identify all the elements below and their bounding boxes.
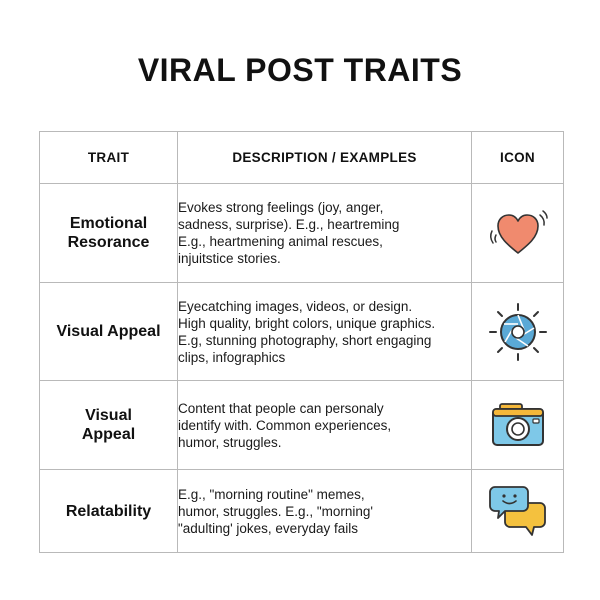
page-title: VIRAL POST TRAITS <box>137 52 463 88</box>
table-row: Visual Appeal Eyecatching images, videos… <box>39 282 564 381</box>
camera-icon <box>491 403 544 446</box>
camera-aperture-icon <box>488 302 547 361</box>
trait-description: Content that people can personaly identi… <box>177 380 472 470</box>
chat-bubbles-icon <box>488 486 546 536</box>
table-row: Emotional Resorance Evokes strong feelin… <box>39 183 564 283</box>
table-row: Visual Appeal Content that people can pe… <box>39 380 564 470</box>
heart-icon <box>489 210 548 254</box>
trait-description: Eyecatching images, videos, or design. H… <box>177 282 472 381</box>
trait-description: Evokes strong feelings (joy, anger, sadn… <box>177 183 472 283</box>
trait-name: Visual Appeal <box>39 282 178 381</box>
table-header-row: TRAIT DESCRIPTION / EXAMPLES ICON <box>39 131 564 184</box>
trait-name: Relatability <box>39 469 178 553</box>
header-icon: ICON <box>471 131 564 184</box>
trait-name: Emotional Resorance <box>39 183 178 283</box>
trait-description: E.g., "morning routine" memes, humor, st… <box>177 469 472 553</box>
table-row: Relatability E.g., "morning routine" mem… <box>39 469 564 553</box>
header-description: DESCRIPTION / EXAMPLES <box>177 131 472 184</box>
header-trait: TRAIT <box>39 131 178 184</box>
trait-name: Visual Appeal <box>39 380 178 470</box>
traits-table: TRAIT DESCRIPTION / EXAMPLES ICON Emotio… <box>39 131 564 553</box>
